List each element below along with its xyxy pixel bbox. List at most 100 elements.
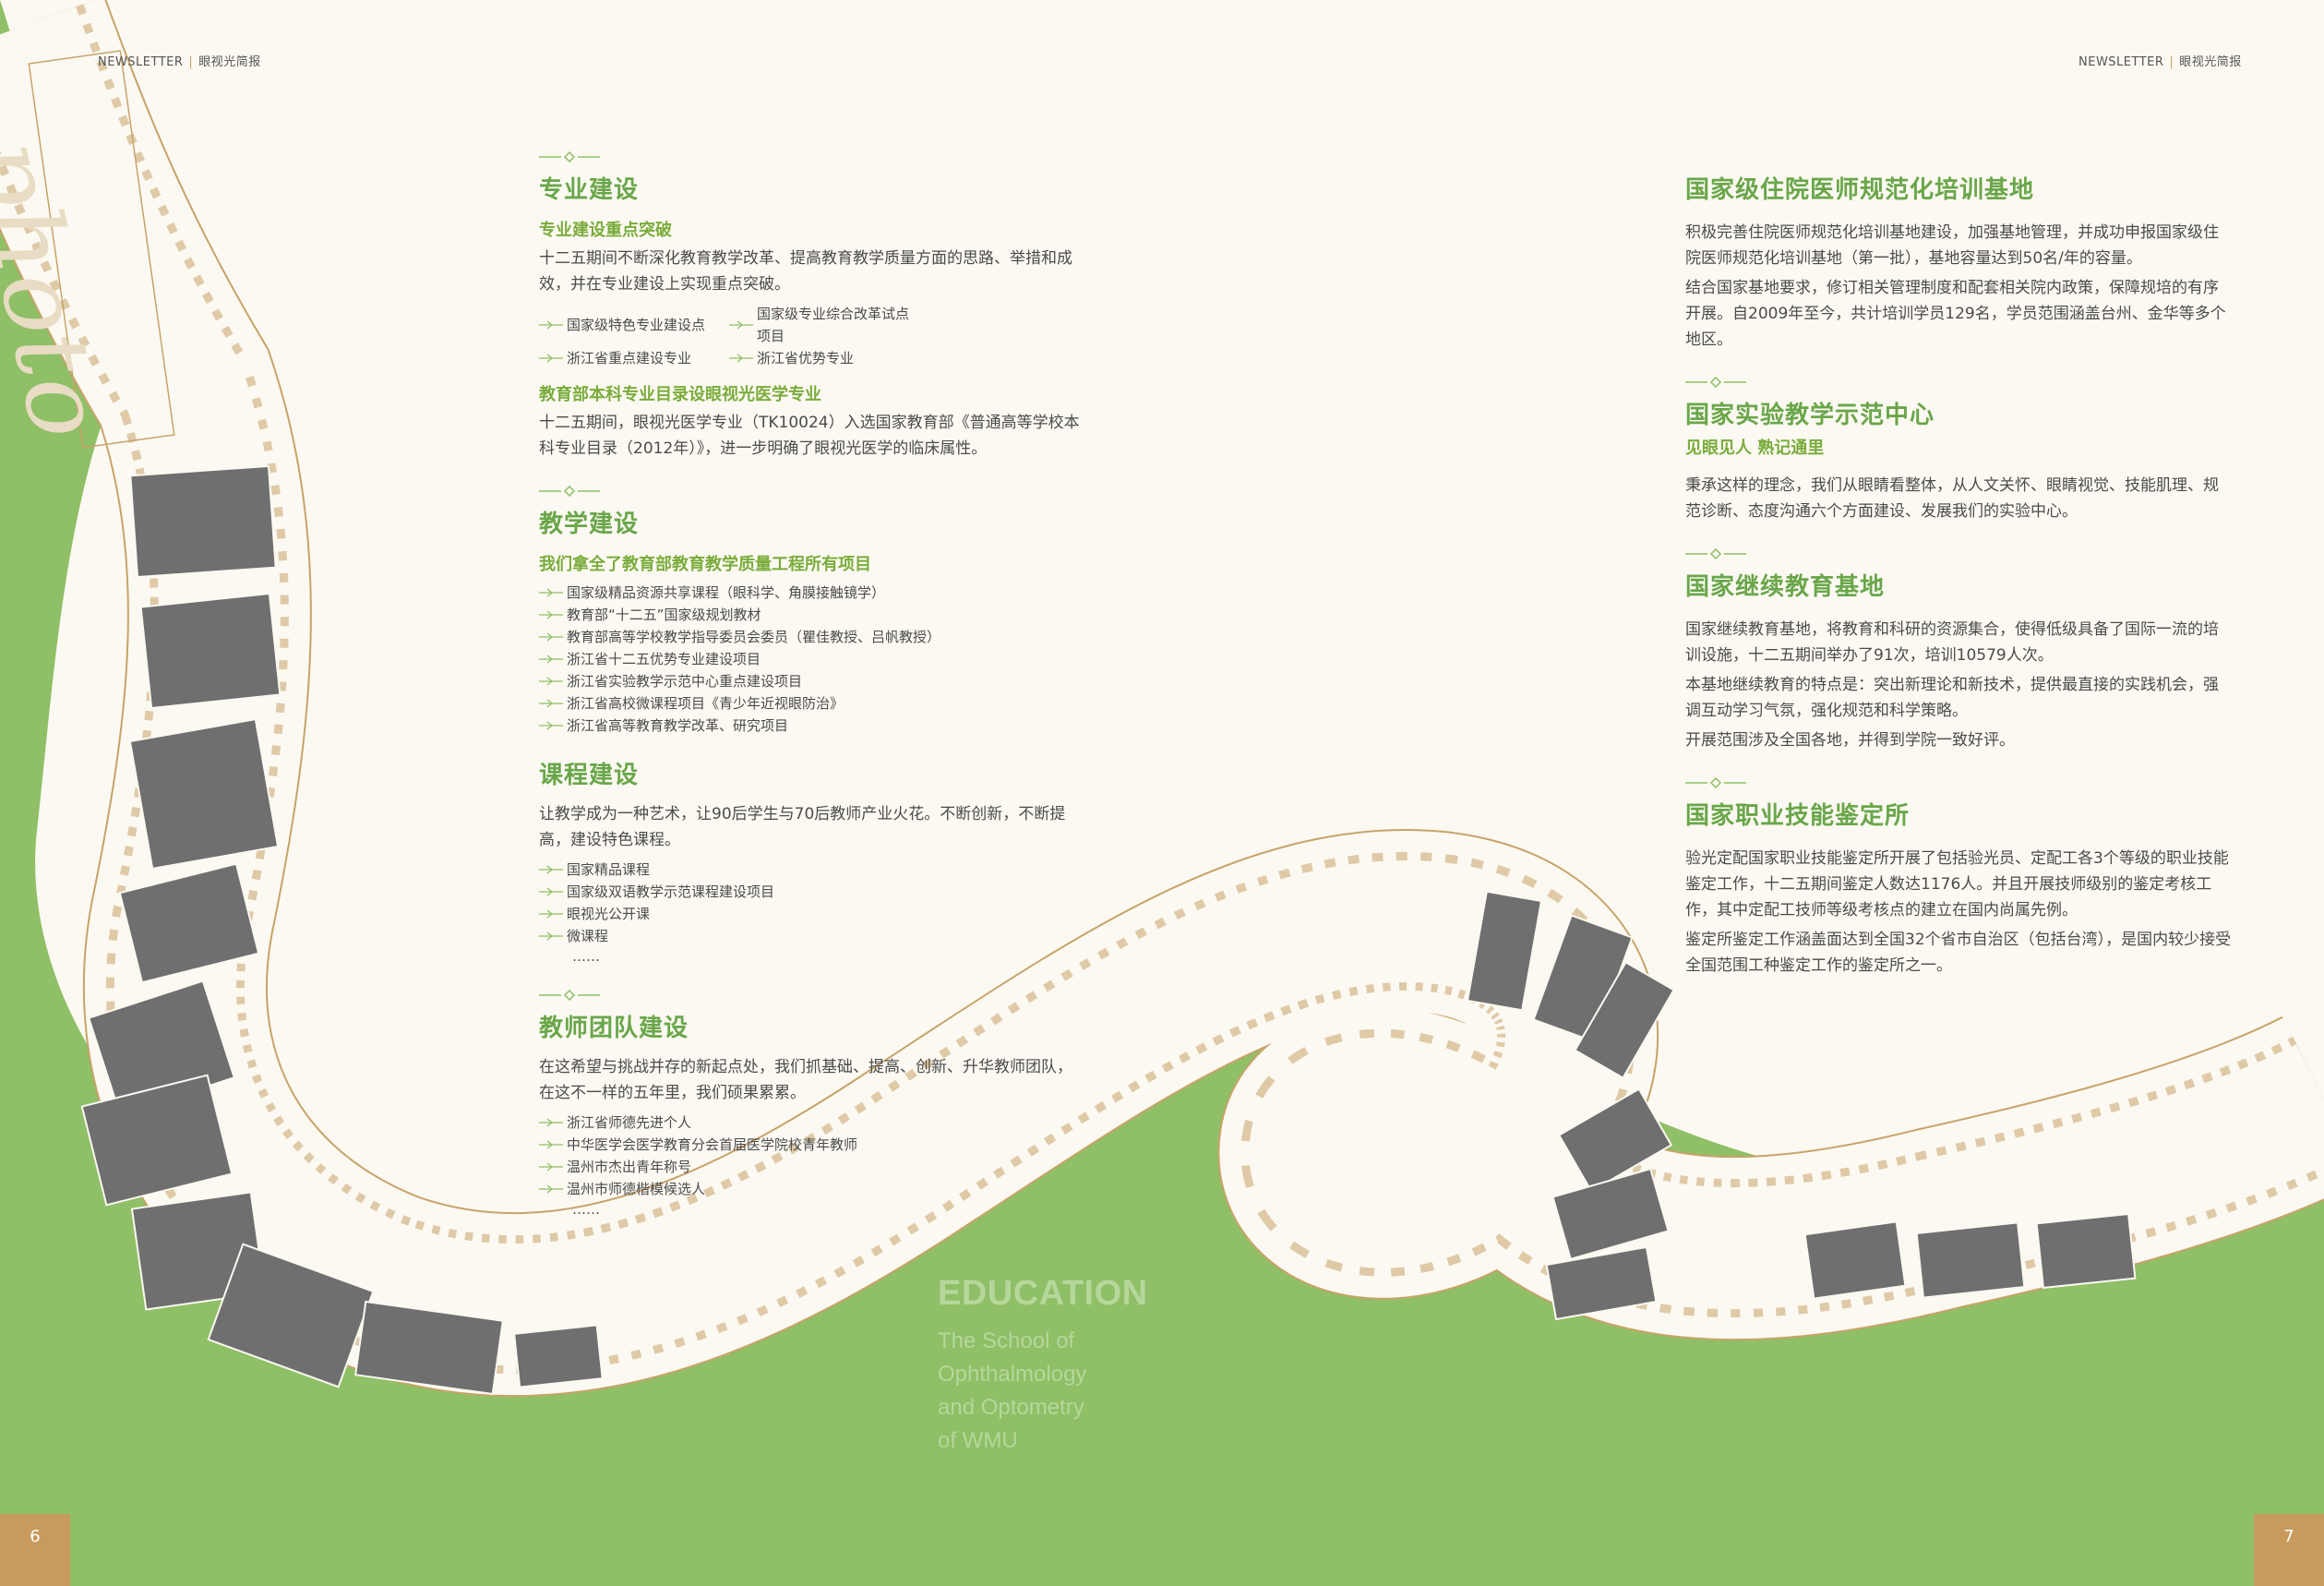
school-line: Ophthalmology — [938, 1362, 1087, 1387]
paragraph: 秉承这样的理念，我们从眼睛看整体，从人文关怀、眼睛视觉、技能肌理、规范诊断、态度… — [1685, 476, 2219, 521]
section-title: 专业建设 — [539, 176, 640, 204]
arrow-bullet-icon — [539, 588, 563, 597]
section-ornament-icon — [539, 990, 600, 1001]
newsletter-label: NEWSLETTER — [98, 55, 184, 69]
list-item: 国家级特色专业建设点 — [539, 303, 724, 347]
list-item: 浙江省十二五优势专业建设项目 — [539, 648, 1085, 670]
section-title: 国家继续教育基地 — [1685, 573, 1886, 601]
paragraph: 十二五期间，眼视光医学专业（TK10024）入选国家教育部《普通高等学校本科专业… — [539, 414, 1080, 458]
bullet-list: 浙江省师德先进个人 中华医学会医学教育分会首届医学院校青年教师 温州市杰出青年称… — [539, 1111, 1085, 1200]
list-item: 浙江省实验教学示范中心重点建设项目 — [539, 670, 1085, 692]
section-title: 教学建设 — [539, 511, 640, 538]
arrow-bullet-icon — [539, 1118, 563, 1127]
school-name: The School of Ophthalmology and Optometr… — [938, 1325, 1148, 1458]
paragraph: 十二五期间不断深化教育教学改革、提高教育教学质量方面的思路、举措和成效，并在专业… — [539, 249, 1072, 294]
paragraph: 鉴定所鉴定工作涵盖面达到全国32个省市自治区（包括台湾），是国内较少接受全国范围… — [1685, 931, 2232, 975]
paragraph: 国家继续教育基地，将教育和科研的资源集合，使得低级具备了国际一流的培训设施，十二… — [1685, 620, 2219, 665]
section-resident-training-base: 国家级住院医师规范化培训基地 积极完善住院医师规范化培训基地建设，加强基地管理，… — [1685, 175, 2232, 353]
bullet-list: 国家精品课程 国家级双语教学示范课程建设项目 眼视光公开课 微课程 — [539, 859, 1085, 947]
list-item: 国家级双语教学示范课程建设项目 — [539, 881, 1085, 903]
paragraph: 结合国家基地要求，修订相关管理制度和配套相关院内政策，保障规培的有序开展。自20… — [1685, 279, 2226, 349]
section-ornament-icon — [539, 486, 600, 497]
sub-title: 专业建设重点突破 — [539, 221, 672, 240]
section-ornament-icon — [1685, 548, 1746, 559]
list-item: 眼视光公开课 — [539, 903, 1085, 925]
sub-title: 我们拿全了教育部教育教学质量工程所有项目 — [539, 555, 871, 574]
list-item: 温州市师德楷模候选人 — [539, 1178, 1085, 1200]
education-block: EDUCATION The School of Ophthalmology an… — [938, 1274, 1148, 1458]
section-title: 课程建设 — [539, 762, 640, 789]
section-title: 教师团队建设 — [539, 1015, 689, 1042]
section-teacher-team: 教师团队建设 在这希望与挑战并存的新起点处，我们抓基础、提高、创新、升华教师团队… — [539, 990, 1085, 1219]
paragraph: 积极完善住院医师规范化培训基地建设，加强基地管理，并成功申报国家级住院医师规范化… — [1685, 223, 2219, 268]
newsletter-label: NEWSLETTER — [2078, 55, 2164, 69]
paragraph: 开展范围涉及全国各地，并得到学院一致好评。 — [1685, 731, 2015, 750]
section-experimental-teaching-center: 国家实验教学示范中心 见眼见人 熟记通里 秉承这样的理念，我们从眼睛看整体，从人… — [1685, 377, 2232, 524]
section-title: 国家实验教学示范中心 — [1685, 402, 1935, 429]
paragraph: 让教学成为一种艺术，让90后学生与70后教师产业火花。不断创新，不断提高，建设特… — [539, 805, 1066, 849]
arrow-bullet-icon — [539, 655, 563, 664]
list-item: 浙江省高等教育教学改革、研究项目 — [539, 715, 1085, 737]
list-item: 浙江省重点建设专业 — [539, 347, 724, 369]
section-teaching-construction: 教学建设 我们拿全了教育部教育教学质量工程所有项目 国家级精品资源共享课程（眼科… — [539, 486, 1085, 737]
school-line: The School of — [938, 1328, 1075, 1353]
section-vocational-skill-appraisal: 国家职业技能鉴定所 验光定配国家职业技能鉴定所开展了包括验光员、定配工各3个等级… — [1685, 777, 2232, 979]
list-item: 浙江省师德先进个人 — [539, 1111, 1085, 1134]
paragraph: 在这希望与挑战并存的新起点处，我们抓基础、提高、创新、升华教师团队，在这不一样的… — [539, 1058, 1072, 1102]
list-item: 微课程 — [539, 925, 1085, 947]
education-title: EDUCATION — [938, 1274, 1148, 1313]
left-column: 专业建设 专业建设重点突破 十二五期间不断深化教育教学改革、提高教育教学质量方面… — [539, 151, 1085, 1243]
arrow-bullet-icon — [539, 632, 563, 642]
section-ornament-icon — [1685, 377, 1746, 388]
arrow-bullet-icon — [539, 1140, 563, 1149]
list-item: 教育部“十二五”国家级规划教材 — [539, 604, 1085, 626]
arrow-bullet-icon — [539, 699, 563, 708]
section-title: 国家职业技能鉴定所 — [1685, 802, 1911, 830]
running-head-right: NEWSLETTER | 眼视光简报 — [2078, 52, 2242, 69]
bullet-list: 国家级精品资源共享课程（眼科学、角膜接触镜学） 教育部“十二五”国家级规划教材 … — [539, 582, 1085, 737]
right-column: 国家级住院医师规范化培训基地 积极完善住院医师规范化培训基地建设，加强基地管理，… — [1685, 175, 2232, 1003]
list-item: 浙江省优势专业 — [729, 347, 914, 369]
more-ellipsis: …… — [572, 1201, 600, 1218]
arrow-bullet-icon — [539, 1162, 563, 1171]
paragraph: 验光定配国家职业技能鉴定所开展了包括验光员、定配工各3个等级的职业技能鉴定工作，… — [1685, 849, 2229, 919]
running-head-left: NEWSLETTER | 眼视光简报 — [98, 52, 261, 69]
list-item: 国家精品课程 — [539, 859, 1085, 881]
sub-title: 教育部本科专业目录设眼视光医学专业 — [539, 385, 821, 404]
section-title: 国家级住院医师规范化培训基地 — [1685, 176, 2035, 204]
sub-title: 见眼见人 熟记通里 — [1685, 439, 1825, 458]
arrow-bullet-icon — [539, 909, 563, 919]
section-ornament-icon — [539, 151, 600, 162]
list-item: 国家级精品资源共享课程（眼科学、角膜接触镜学） — [539, 582, 1085, 604]
list-item: 温州市杰出青年称号 — [539, 1156, 1085, 1178]
header-separator: | — [188, 55, 194, 69]
more-ellipsis: …… — [572, 948, 600, 965]
arrow-bullet-icon — [729, 354, 753, 363]
arrow-bullet-icon — [539, 931, 563, 941]
arrow-bullet-icon — [539, 610, 563, 619]
section-ornament-icon — [1685, 777, 1746, 788]
arrow-bullet-icon — [539, 887, 563, 896]
arrow-bullet-icon — [539, 1184, 563, 1194]
section-continuing-education-base: 国家继续教育基地 国家继续教育基地，将教育和科研的资源集合，使得低级具备了国际一… — [1685, 548, 2232, 753]
header-separator: | — [2169, 55, 2174, 69]
newsletter-title: 眼视光简报 — [2179, 55, 2242, 69]
paragraph: 本基地继续教育的特点是：突出新理论和新技术，提供最直接的实践机会，强调互动学习气… — [1685, 676, 2219, 720]
arrow-bullet-icon — [539, 677, 563, 686]
school-line: and Optometry — [938, 1395, 1084, 1420]
list-item: 教育部高等学校教学指导委员会委员（瞿佳教授、吕帆教授） — [539, 626, 1085, 648]
section-course-construction: 课程建设 让教学成为一种艺术，让90后学生与70后教师产业火花。不断创新，不断提… — [539, 761, 1085, 966]
page-number-right: 7 — [2254, 1514, 2324, 1586]
arrow-bullet-icon — [539, 721, 563, 730]
arrow-bullet-icon — [539, 354, 563, 363]
film-photos — [80, 464, 2137, 1396]
arrow-bullet-icon — [539, 865, 563, 874]
list-item: 中华医学会医学教育分会首届医学院校青年教师 — [539, 1134, 1085, 1156]
bullet-list: 国家级特色专业建设点 国家级专业综合改革试点项目 浙江省重点建设专业 浙江省优势… — [539, 303, 1085, 369]
newsletter-title: 眼视光简报 — [198, 55, 261, 69]
section-major-construction: 专业建设 专业建设重点突破 十二五期间不断深化教育教学改革、提高教育教学质量方面… — [539, 151, 1085, 462]
school-line: of WMU — [938, 1428, 1018, 1453]
list-item: 国家级专业综合改革试点项目 — [729, 303, 914, 347]
page-number-left: 6 — [0, 1514, 70, 1586]
